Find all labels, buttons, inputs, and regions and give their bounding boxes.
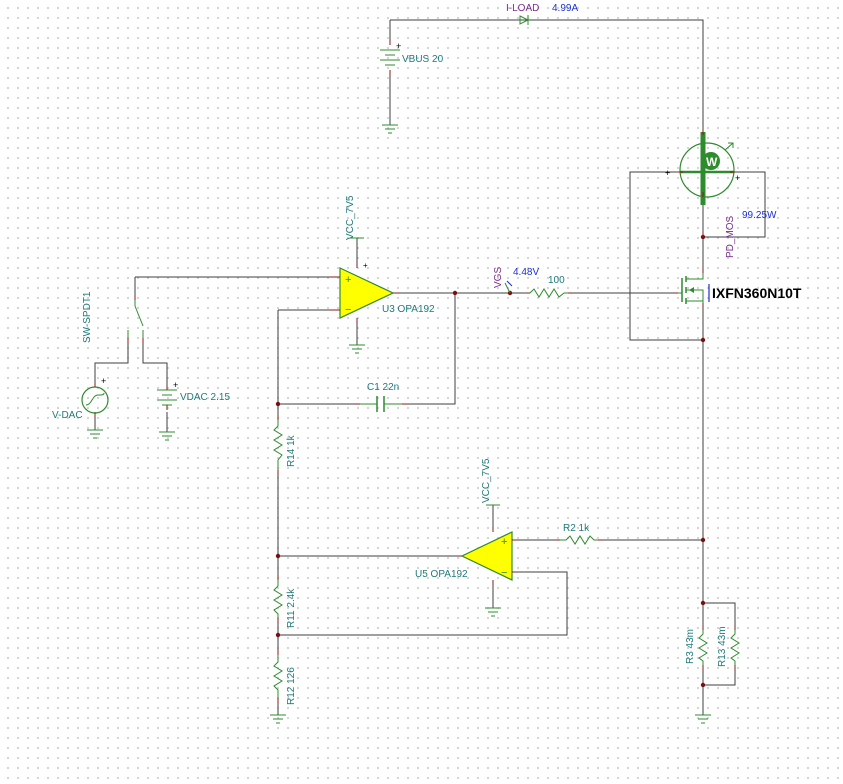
vgs-value: 4.48V xyxy=(513,267,539,278)
vgs-probe-icon xyxy=(504,280,513,294)
svg-text:+: + xyxy=(735,173,740,183)
supply-tick-icon xyxy=(350,237,500,506)
switch-label: SW-SPDT1 xyxy=(82,291,93,343)
pin-markers xyxy=(94,40,736,703)
vdac-battery-icon[interactable]: + xyxy=(157,380,178,406)
capacitor-c1-label: C1 22n xyxy=(367,382,399,393)
vsource-label: V-DAC xyxy=(52,410,83,421)
resistor-r12-label: R12 126 xyxy=(286,667,297,705)
resistor-r12-icon[interactable] xyxy=(273,655,283,698)
resistor-r3-icon[interactable] xyxy=(698,630,708,665)
resistor-r2-icon[interactable] xyxy=(560,535,598,545)
wattmeter-symbol: W xyxy=(706,155,718,169)
resistor-r11-icon[interactable] xyxy=(273,580,283,618)
vgs-name: VGS xyxy=(493,267,504,288)
svg-text:+: + xyxy=(665,168,670,178)
resistor-gate-label: 100 xyxy=(548,275,565,286)
resistor-r13-icon[interactable] xyxy=(730,630,740,665)
svg-text:+: + xyxy=(345,274,351,286)
opamp-u5-icon[interactable]: + − xyxy=(460,531,513,581)
resistor-r3-label: R3 43m xyxy=(685,629,696,664)
svg-text:−: − xyxy=(501,567,507,579)
wattmeter-value: 99.25W xyxy=(742,210,777,221)
opamp-u3-supply: VCC_7V5 xyxy=(345,195,356,240)
switch-icon[interactable] xyxy=(127,300,144,338)
ground-icon xyxy=(87,124,711,724)
capacitor-c1-icon[interactable] xyxy=(360,396,402,412)
vdac-label: VDAC 2.15 xyxy=(180,392,230,403)
wattmeter-name: PD_MOS xyxy=(725,215,736,258)
vbus-label: VBUS 20 xyxy=(402,54,444,65)
wires xyxy=(94,19,766,715)
svg-text:+: + xyxy=(363,261,368,270)
junctions xyxy=(275,234,706,688)
mosfet-icon[interactable] xyxy=(678,270,710,305)
svg-text:+: + xyxy=(101,376,106,386)
current-probe-iload[interactable] xyxy=(519,15,530,25)
opamp-u3-icon[interactable]: + − + xyxy=(339,261,395,319)
resistor-r2-label: R2 1k xyxy=(563,523,590,534)
mosfet-label: IXFN360N10T xyxy=(712,285,802,301)
opamp-u3-label: U3 OPA192 xyxy=(382,304,435,315)
resistor-r14-icon[interactable] xyxy=(273,420,283,470)
probe-name: I-LOAD xyxy=(506,3,539,14)
svg-text:+: + xyxy=(501,536,507,548)
svg-text:+: + xyxy=(173,380,178,390)
svg-text:+: + xyxy=(396,41,401,51)
opamp-u5-supply: VCC_7V5 xyxy=(481,458,492,503)
resistor-r14-label: R14 1k xyxy=(286,434,297,467)
probe-value: 4.99A xyxy=(552,3,578,14)
resistor-gate-icon[interactable] xyxy=(529,288,568,298)
svg-text:−: − xyxy=(345,304,351,316)
resistor-r13-label: R13 43m xyxy=(717,626,728,667)
vbus-battery-icon[interactable]: + xyxy=(380,41,401,66)
opamp-u5-label: U5 OPA192 xyxy=(415,569,468,580)
resistor-r11-label: R11 2.4k xyxy=(286,588,297,628)
